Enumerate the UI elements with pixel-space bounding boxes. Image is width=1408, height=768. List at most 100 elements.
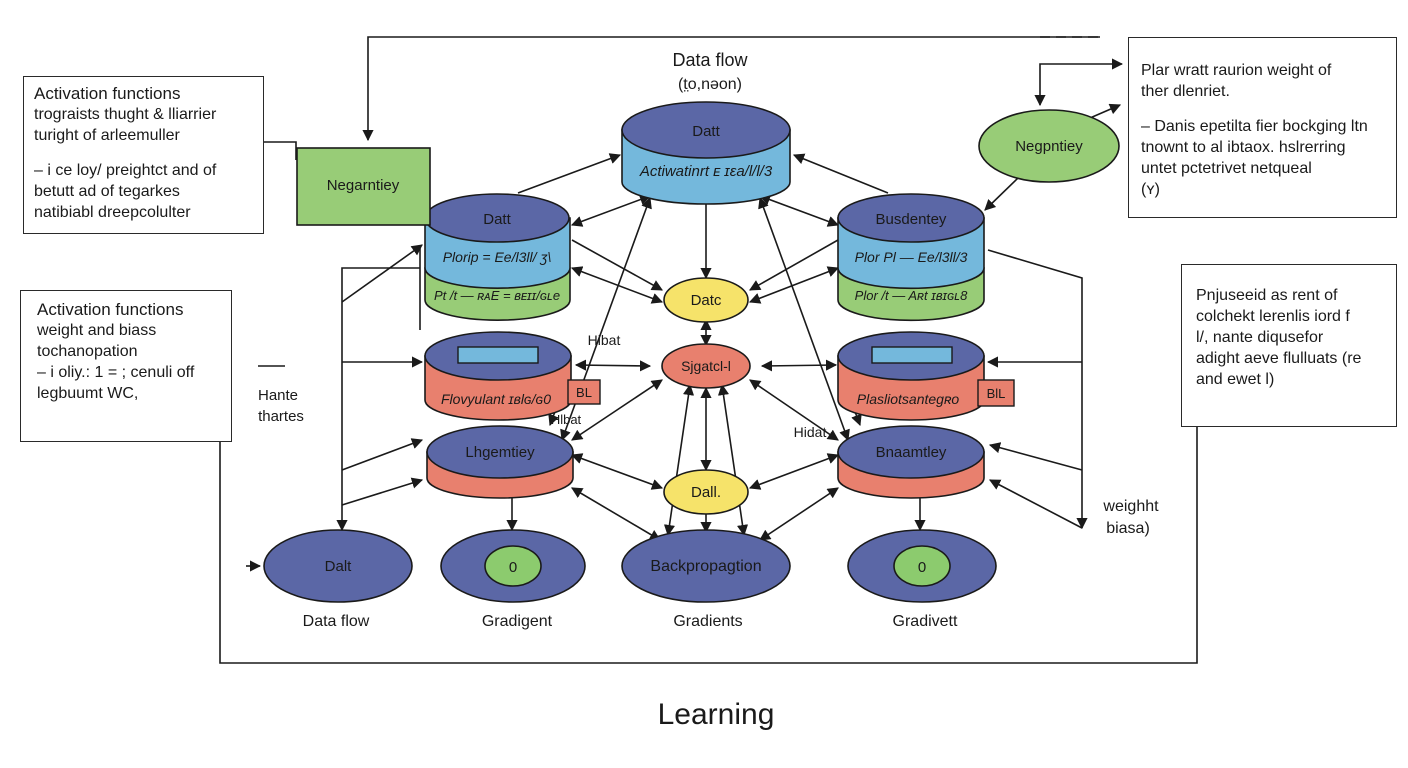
left-database-band1: Plorip = Ee/l3ll/ ʒ\ [443,249,552,265]
note-mid-right-line: Pnjuseeid as rent of [1196,287,1338,304]
left-database[interactable]: Datt Plorip = Ee/l3ll/ ʒ\ Pt /t — ʀᴀE = … [424,193,571,321]
edge [571,239,663,291]
note-top-right-line: untet pctetrivet netqueal [1141,160,1312,177]
right-database-label: Busdentey [876,211,947,228]
edge-left-bus [336,267,420,532]
edge [989,479,1083,529]
side-label-1: Hante [258,387,298,404]
note-top-right: Plar wratt raurion weight of ther dlenri… [1128,37,1397,218]
note-top-left-title: Activation functions [34,84,181,103]
note-top-left-line [34,146,253,160]
edges [336,153,1088,541]
note-mid-right-line: adight aeve flulluats (re [1196,350,1362,367]
header-label: Data flow [672,50,748,70]
note-top-left-line: natibiabl dreepcolulter [34,204,191,221]
right-mid-database-band: Plasliotsantegʀo [857,391,960,407]
bottom-node-inner: Backpropagtion [650,558,761,575]
top-database-band: Aᴄtiwatinrt ᴇ ɪɛa/l/l/3 [639,163,773,180]
side-label-2: thartes [258,408,304,425]
edge [663,383,695,537]
note-mid-left-line: tochanopation [37,343,138,360]
frame-bottom-line [219,426,1198,664]
right-mid-database-slot [871,346,953,364]
edge [574,359,652,372]
left-mid-tag: BL [576,385,592,400]
note-mid-left-line: legbuumt WC, [37,385,139,402]
note-top-left-line: trograists thught & lliarrier [34,106,217,123]
center-top-node[interactable]: Datc [663,277,749,323]
bottom-node-caption: Data flow [303,613,370,630]
note-top-right-line [1141,102,1384,116]
left-mid-database-slot [457,346,539,364]
bottom-node-backpropagation[interactable]: Backpropagtion Gradients [621,529,791,630]
edge [759,487,839,541]
right-database[interactable]: Busdentey Plor Pl — Ee/l3ll/3 Plor /t — … [837,193,985,322]
edge [341,438,424,471]
edge [749,379,839,441]
right-database-band2: Plor /t — Aʀt ɪʙɪɢʟ8 [855,288,968,303]
page-title: Learning [658,698,775,731]
right-label-2: biasa) [1106,520,1150,537]
left-mid-tag-box [567,379,601,405]
note-top-left-line: – i ce loy/ preightct and of [34,162,217,179]
note-mid-right: Pnjuseeid as rent of colchekt lerenlis i… [1181,264,1397,427]
edge [758,194,840,227]
right-low-database[interactable]: Bnaamtley [837,425,985,499]
note-top-right-line: – Danis epetilta fier bockging ltn [1141,118,1368,135]
edge [341,477,424,506]
left-database-label: Datt [483,211,511,228]
bottom-node-caption: Gradients [673,613,742,630]
edge [717,383,749,537]
bottom-node-gradigent[interactable]: 0 Gradigent [440,529,586,630]
edge [988,442,1083,471]
note-mid-right-line: l/, nante diqusefor [1196,329,1324,346]
right-mid-tag: BlL [987,386,1006,401]
edge [760,359,838,372]
right-mid-tag-box [977,379,1015,407]
note-top-right-line: (ʏ) [1141,181,1160,198]
edge [517,153,622,194]
left-low-database-label: Lhgemtiey [465,444,535,461]
center-mid-node[interactable]: Sjgatcl-l [661,343,751,389]
edge [792,153,889,194]
bottom-node-inner: Dalt [325,558,353,575]
note-top-right-line: tnownt to al ibtaox. hslrerring [1141,139,1346,156]
negpntiey-ellipse[interactable]: Negpntiey [978,109,1120,183]
bottom-node-gradivett[interactable]: 0 Gradivett [847,529,997,630]
edge [758,196,850,442]
center-mid-label: Sjgatcl-l [681,358,731,374]
negarntiey-box[interactable]: Negarntiey [296,147,431,226]
left-mid-database[interactable]: Flovyulant ɪʙlɢ/ɢ0 BL [424,331,601,421]
center-low-label: Dall. [691,484,721,501]
bottom-node-inner: 0 [918,559,926,576]
bottom-node-caption: Gradivett [893,613,958,630]
bottom-node-caption: Gradigent [482,613,553,630]
header-sublabel: (t̤o,nəon) [678,76,742,93]
edge [749,239,839,291]
left-mid-database-band: Flovyulant ɪʙlɢ/ɢ0 [441,391,551,407]
left-low-database[interactable]: Lhgemtiey [426,425,574,499]
note-mid-right-line: colchekt lerenlis iord f [1196,308,1350,325]
edge [570,194,652,227]
right-top-arrow [1034,58,1124,107]
edge [748,453,840,490]
note-top-left: Activation functions trograists thught &… [23,76,264,234]
top-database[interactable]: Datt Aᴄtiwatinrt ᴇ ɪɛa/l/l/3 [621,101,791,205]
edge-right-bus [987,249,1088,530]
note-mid-right-line: and ewet l) [1196,371,1275,388]
center-top-label: Datc [691,292,722,309]
edge [571,487,661,541]
bottom-node-data-flow[interactable]: Dalt Data flow [263,529,413,630]
note-top-left-line: betutt ad of tegarkes [34,183,180,200]
bottom-node-inner: 0 [509,559,517,576]
note-connector-left [262,141,297,160]
note-mid-left: Activation functions weight and biass to… [20,290,232,442]
edge [341,244,423,303]
center-low-node[interactable]: Dall. [663,469,749,515]
edge-label-hidat: Hidat [794,424,827,440]
right-mid-database[interactable]: Plasliotsantegʀo BlL [837,331,1015,421]
note-top-left-line: turight of arleemuller [34,127,180,144]
note-mid-left-line: weight and biass [37,322,157,339]
edge-label-hibat: Hibat [588,332,621,348]
frame-top-line [362,36,1100,142]
